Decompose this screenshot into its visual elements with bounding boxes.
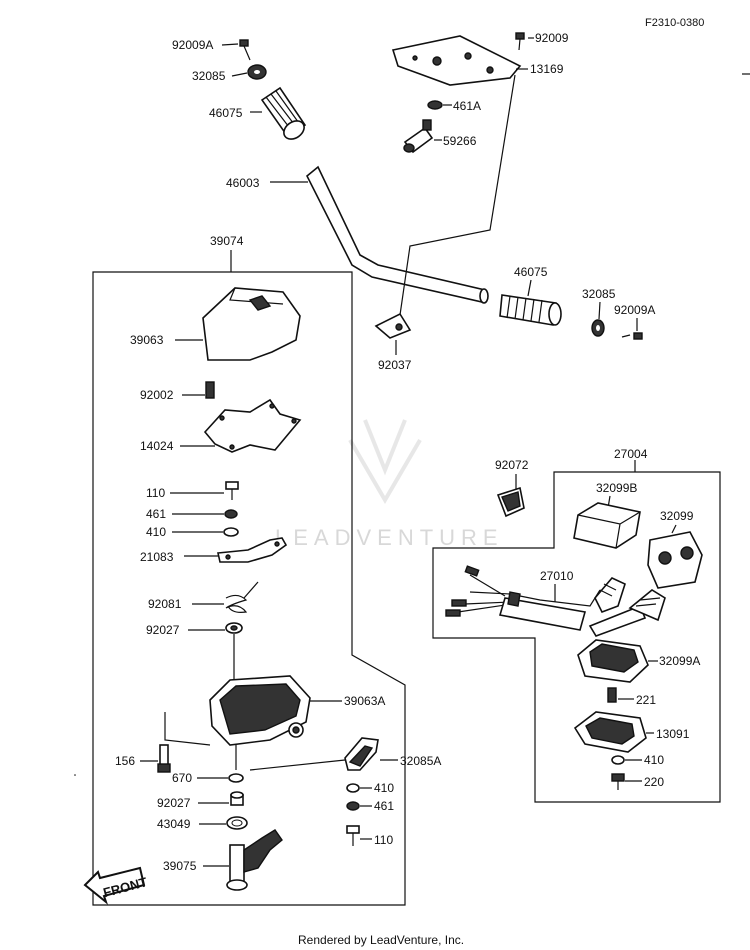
washer-410-c[interactable] xyxy=(611,755,625,765)
label-410-b[interactable]: 410 xyxy=(374,781,394,795)
screw-92009[interactable] xyxy=(515,32,525,51)
label-92027-b[interactable]: 92027 xyxy=(157,796,191,810)
collar-92027-a[interactable] xyxy=(225,622,243,634)
label-27004[interactable]: 27004 xyxy=(614,447,648,461)
boot-32085A[interactable] xyxy=(344,737,379,771)
bolt-156[interactable] xyxy=(157,744,171,773)
ring-43049[interactable] xyxy=(226,816,248,830)
case-13091[interactable] xyxy=(573,711,647,753)
pad-32099B[interactable] xyxy=(573,502,641,549)
cap-32085-top[interactable] xyxy=(247,64,267,80)
label-92009[interactable]: 92009 xyxy=(535,31,569,45)
footer-credit: Rendered by LeadVenture, Inc. xyxy=(298,933,464,947)
label-670[interactable]: 670 xyxy=(172,771,192,785)
watermark-logo xyxy=(348,419,422,504)
label-92037[interactable]: 92037 xyxy=(378,358,412,372)
bolt-92009A-top[interactable] xyxy=(239,39,251,61)
mount-line-670 xyxy=(235,745,346,771)
washer-461-a[interactable] xyxy=(224,509,238,519)
assembly-box-27004 xyxy=(432,471,721,803)
clip-92072[interactable] xyxy=(496,486,525,518)
screw-110-a[interactable] xyxy=(225,481,239,500)
label-92009A-top[interactable]: 92009A xyxy=(172,38,213,52)
label-13169[interactable]: 13169 xyxy=(530,62,564,76)
washer-461-b[interactable] xyxy=(346,801,360,811)
label-92081[interactable]: 92081 xyxy=(148,597,182,611)
label-410-c[interactable]: 410 xyxy=(644,753,664,767)
label-410-a[interactable]: 410 xyxy=(146,525,166,539)
leader-32099 xyxy=(671,524,677,534)
label-27010[interactable]: 27010 xyxy=(540,569,574,583)
label-32085A[interactable]: 32085A xyxy=(400,754,441,768)
label-32099[interactable]: 32099 xyxy=(660,509,694,523)
bracket-13169[interactable] xyxy=(391,35,522,86)
cap-32085-right[interactable] xyxy=(591,319,605,337)
mount-line-156 xyxy=(164,712,211,746)
front-arrow: FRONT xyxy=(83,866,149,905)
label-46075-right[interactable]: 46075 xyxy=(514,265,548,279)
spring-92081[interactable] xyxy=(225,581,259,613)
label-32099A[interactable]: 32099A xyxy=(659,654,700,668)
screw-110-b[interactable] xyxy=(346,825,360,846)
label-14024[interactable]: 14024 xyxy=(140,439,174,453)
plate-21083[interactable] xyxy=(217,537,288,563)
gasket-14024[interactable] xyxy=(203,398,302,453)
bolt-92009A-right[interactable] xyxy=(621,332,643,340)
label-39063A[interactable]: 39063A xyxy=(344,694,385,708)
handlebar-46003[interactable] xyxy=(305,165,489,304)
label-32085-right[interactable]: 32085 xyxy=(582,287,616,301)
lever-39075[interactable] xyxy=(226,829,283,891)
label-92072[interactable]: 92072 xyxy=(495,458,529,472)
label-13091[interactable]: 13091 xyxy=(656,727,690,741)
label-43049[interactable]: 43049 xyxy=(157,817,191,831)
label-221[interactable]: 221 xyxy=(636,693,656,707)
leader-13169-mount xyxy=(399,74,516,316)
screw-92002[interactable] xyxy=(205,381,215,399)
label-39074[interactable]: 39074 xyxy=(210,234,244,248)
assembly-box-39074 xyxy=(92,271,406,906)
label-110-b[interactable]: 110 xyxy=(374,833,393,847)
screw-220[interactable] xyxy=(611,773,625,790)
cover-39063[interactable] xyxy=(202,287,301,361)
label-220[interactable]: 220 xyxy=(644,775,664,789)
label-46075-top[interactable]: 46075 xyxy=(209,106,243,120)
clamp-92037[interactable] xyxy=(374,312,412,339)
leader-92009A-top xyxy=(221,43,239,46)
label-461-a[interactable]: 461 xyxy=(146,507,166,521)
scan-dot xyxy=(74,774,76,776)
label-156[interactable]: 156 xyxy=(115,754,135,768)
watermark-text: LEADVENTURE xyxy=(275,525,504,550)
label-92009A-right[interactable]: 92009A xyxy=(614,303,655,317)
grip-46075-right[interactable] xyxy=(499,294,562,326)
label-92002[interactable]: 92002 xyxy=(140,388,174,402)
switch-59266[interactable] xyxy=(403,119,434,154)
label-59266[interactable]: 59266 xyxy=(443,134,477,148)
leader-46075-right xyxy=(527,279,532,297)
grommet-32099[interactable] xyxy=(647,531,703,589)
label-461-b[interactable]: 461 xyxy=(374,799,394,813)
label-21083[interactable]: 21083 xyxy=(140,550,174,564)
label-92027-a[interactable]: 92027 xyxy=(146,623,180,637)
label-461A[interactable]: 461A xyxy=(453,99,481,113)
oring-670[interactable] xyxy=(228,773,244,783)
leader-32085-right xyxy=(598,301,601,320)
grip-46075-top[interactable] xyxy=(260,86,308,143)
housing-39063A[interactable] xyxy=(209,675,311,746)
label-32085-top[interactable]: 32085 xyxy=(192,69,226,83)
label-46003[interactable]: 46003 xyxy=(226,176,260,190)
washer-410-a[interactable] xyxy=(223,527,239,537)
washer-461A[interactable] xyxy=(427,100,443,110)
label-110-a[interactable]: 110 xyxy=(146,486,165,500)
label-32099B[interactable]: 32099B xyxy=(596,481,637,495)
case-32099A[interactable] xyxy=(577,639,649,683)
leader-32085-top xyxy=(231,72,248,77)
harness-27010[interactable] xyxy=(445,565,666,637)
washer-410-b[interactable] xyxy=(346,783,360,793)
screw-221[interactable] xyxy=(607,687,617,703)
collar-92027-b[interactable] xyxy=(230,791,244,806)
label-39075[interactable]: 39075 xyxy=(163,859,197,873)
label-39063[interactable]: 39063 xyxy=(130,333,164,347)
diagram-code: F2310-0380 xyxy=(645,17,704,29)
